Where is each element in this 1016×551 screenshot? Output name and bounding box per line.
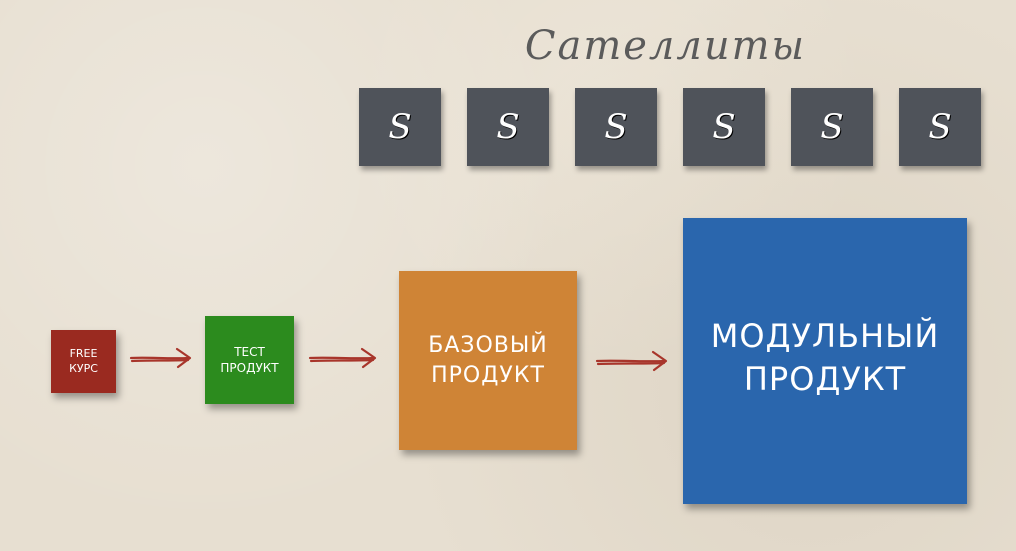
arrow-test-to-base [308, 347, 377, 369]
satellite-box: S [899, 88, 981, 166]
arrow-free-to-test [129, 347, 192, 369]
test-product-label-line1: ТЕСТ [234, 344, 265, 359]
test-product-label-line2: ПРОДУКТ [220, 361, 279, 375]
base-product-node: БАЗОВЫЙ ПРОДУКТ [399, 271, 577, 450]
satellites-row: S S S S S S [359, 88, 981, 168]
satellite-box: S [683, 88, 765, 166]
modular-product-label-line1: МОДУЛЬНЫЙ [710, 317, 940, 355]
satellite-box: S [467, 88, 549, 166]
base-product-label-line1: БАЗОВЫЙ [428, 332, 548, 358]
test-product-node: ТЕСТ ПРОДУКТ [205, 316, 294, 404]
free-course-label-line1: FREE [69, 346, 98, 360]
base-product-label-line2: ПРОДУКТ [431, 362, 545, 388]
satellite-box: S [575, 88, 657, 166]
modular-product-label-line2: ПРОДУКТ [743, 360, 907, 399]
free-course-node: FREE КУРС [51, 330, 116, 393]
arrow-base-to-modular [595, 350, 668, 372]
diagram-title: Сателлиты [524, 23, 807, 69]
satellite-box: S [791, 88, 873, 166]
satellite-box: S [359, 88, 441, 166]
modular-product-node: МОДУЛЬНЫЙ ПРОДУКТ [683, 218, 967, 504]
free-course-label-line2: КУРС [69, 361, 98, 375]
